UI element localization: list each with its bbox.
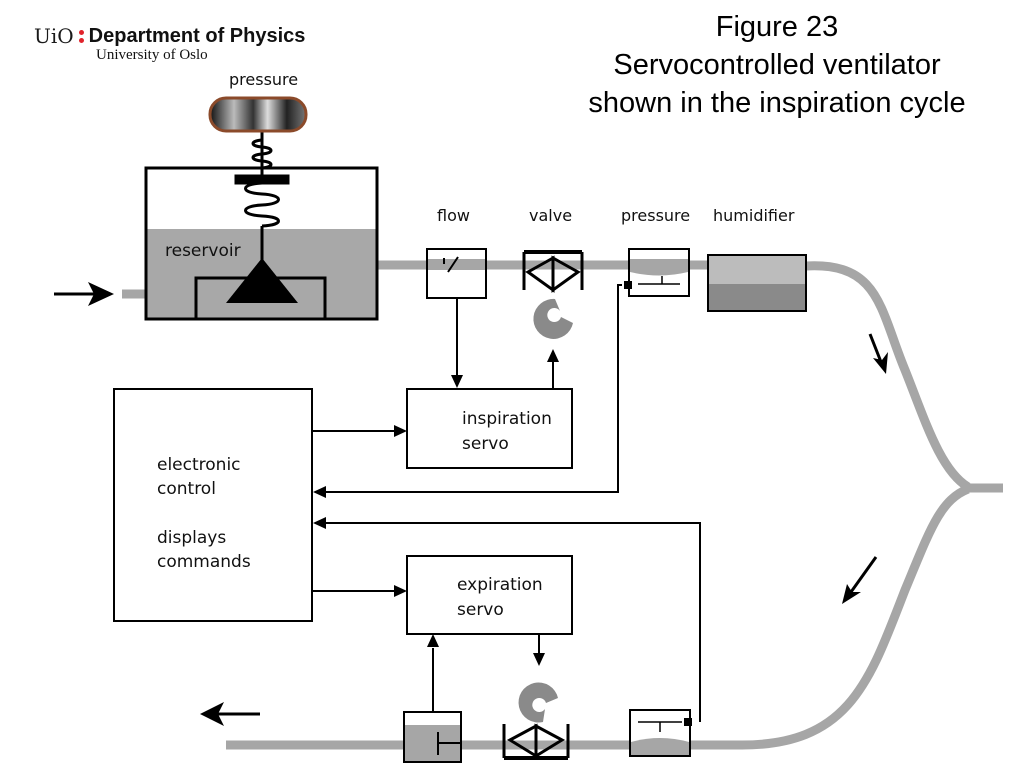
- pressure-sensor-label: pressure: [621, 206, 690, 225]
- electronic-control-box: [113, 388, 313, 622]
- flow-sensor: [426, 248, 487, 299]
- pressure-gauge-icon: [208, 96, 308, 133]
- inspiratory-valve: [522, 250, 584, 339]
- control-label-4: commands: [157, 552, 251, 572]
- inspiratory-pressure-sensor: [624, 248, 690, 297]
- expiration-servo-box: [406, 555, 573, 635]
- component-labels: pressure reservoir flow valve pressure h…: [157, 70, 795, 620]
- valve-label: valve: [529, 206, 572, 225]
- outlet-arrow-icon: [200, 702, 224, 726]
- arrow-up-icon: [547, 349, 559, 362]
- arrow-left-icon: [313, 486, 326, 498]
- uio-dots-icon: [78, 29, 84, 43]
- inspiration-servo-label-1: inspiration: [462, 409, 552, 429]
- inspiration-servo-box: [406, 388, 573, 469]
- figure-title-line-1: Figure 23: [715, 11, 839, 43]
- control-label-3: displays: [157, 528, 226, 548]
- arrow-right-icon: [394, 425, 407, 437]
- figure-title-line-3: shown in the inspiration cycle: [588, 87, 966, 119]
- reservoir-unit: [144, 96, 379, 321]
- expiratory-limb: [741, 484, 970, 750]
- reservoir-label: reservoir: [165, 241, 241, 261]
- valve-cam-icon: [518, 682, 558, 723]
- arrow-down-icon: [451, 375, 463, 388]
- arrow-up-icon: [427, 634, 439, 647]
- control-label-2: control: [157, 479, 216, 499]
- arrow-down-icon: [873, 352, 888, 374]
- university-name: University of Oslo: [96, 47, 208, 63]
- inspiration-servo-label-2: servo: [462, 434, 509, 454]
- expiratory-valve: [502, 682, 570, 760]
- expiration-servo-label-2: servo: [457, 600, 504, 620]
- valve-cam-icon: [533, 298, 573, 339]
- expiration-servo-label-1: expiration: [457, 575, 543, 595]
- department-name: Department of Physics: [88, 24, 306, 47]
- arrow-right-icon: [394, 585, 407, 597]
- expiratory-pressure-sensor: [629, 709, 692, 757]
- reservoir-piston: [226, 258, 298, 303]
- inspiratory-limb: [805, 261, 971, 491]
- signal-arrowheads: [313, 349, 559, 666]
- signal-lines: [312, 284, 701, 722]
- arrow-left-icon: [313, 517, 326, 529]
- arrow-down-left-icon: [842, 584, 861, 604]
- arrow-down-icon: [533, 653, 545, 666]
- inlet-arrow-icon: [54, 282, 114, 306]
- humidifier-label: humidifier: [713, 206, 795, 225]
- flow-label: flow: [437, 206, 470, 225]
- figure-title-line-2: Servocontrolled ventilator: [613, 49, 941, 81]
- pressure-spring: [234, 132, 290, 234]
- expiratory-flow-sensor: [403, 711, 462, 763]
- control-label-1: electronic: [157, 455, 241, 475]
- pressure-top-label: pressure: [229, 70, 298, 89]
- university-logo: UiO Department of Physics University of …: [34, 24, 305, 64]
- figure-title: Figure 23 Servocontrolled ventilator sho…: [542, 8, 1012, 122]
- uio-wordmark: UiO: [34, 24, 74, 48]
- flow-direction-arrows: [200, 333, 888, 726]
- humidifier: [707, 254, 807, 312]
